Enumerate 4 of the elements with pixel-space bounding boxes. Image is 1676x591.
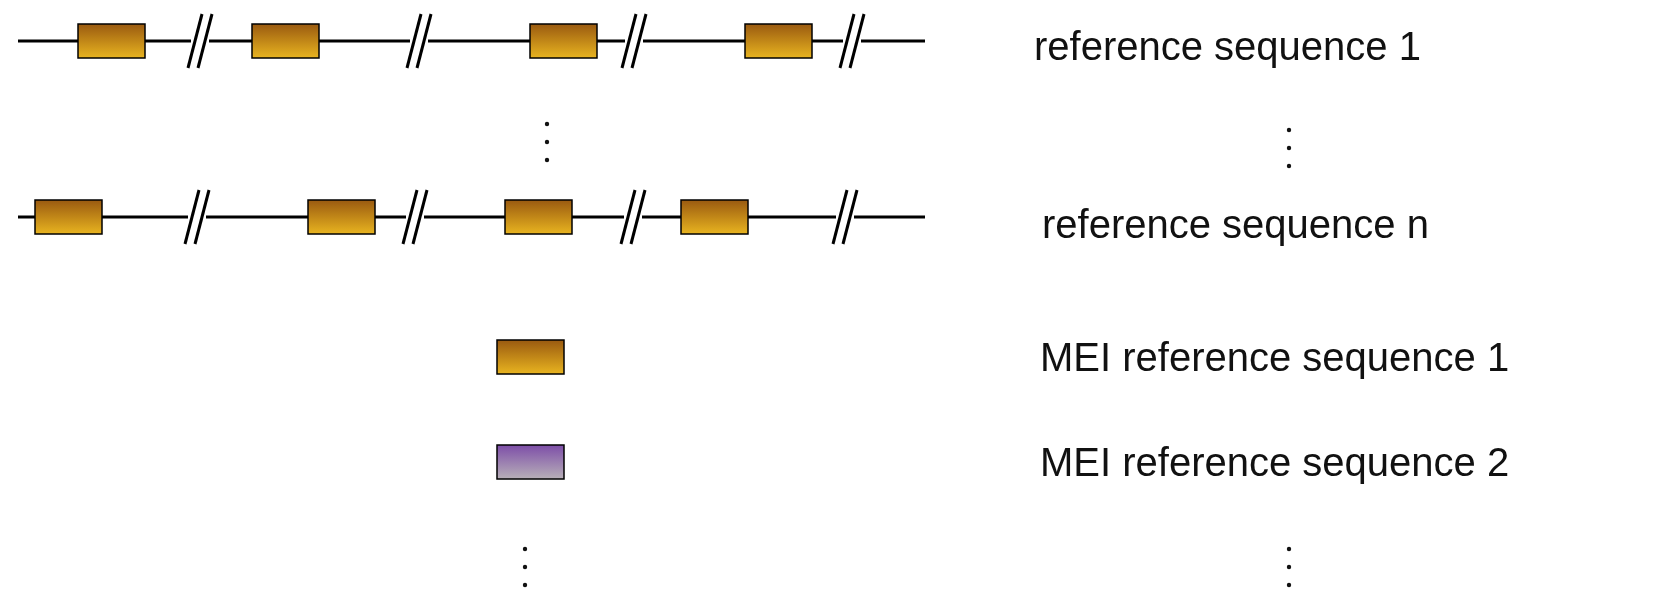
legend-label: MEI reference sequence 1 [1040, 337, 1510, 377]
legend-label: MEI reference sequence 2 [1040, 442, 1510, 482]
sequence-label: reference sequence n [1042, 204, 1429, 244]
sequence-label: reference sequence 1 [1034, 26, 1421, 66]
